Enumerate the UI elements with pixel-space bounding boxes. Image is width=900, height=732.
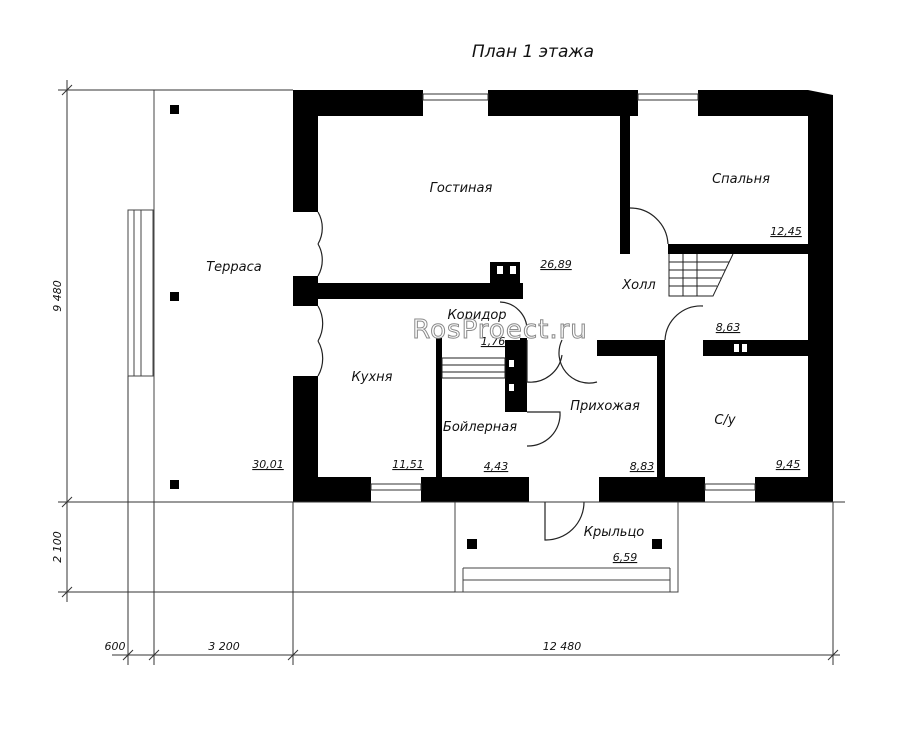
room-area-bedroom: 12,45 [770,225,802,238]
plan-title: План 1 этажа [472,42,594,62]
room-area-living: 26,89 [540,258,572,271]
room-name-porch: Крыльцо [584,525,645,540]
doors [317,207,704,541]
room-name-entrance: Прихожая [570,399,640,414]
dim-width-left: 600 [105,640,126,653]
room-name-terrace: Терраса [206,260,262,275]
dimension-lines [58,80,845,665]
room-name-kitchen: Кухня [352,370,393,385]
dim-width-house: 12 480 [543,640,582,653]
room-area-bathroom: 9,45 [776,458,801,471]
room-name-hall: Холл [621,278,655,293]
room-name-bathroom: С/у [714,413,735,428]
stairs [668,253,734,297]
dim-height-main: 9 480 [51,280,64,312]
porch [454,502,679,593]
boiler-marks [497,266,747,391]
room-name-boiler: Бойлерная [443,420,517,435]
room-area-terrace: 30,01 [252,458,284,471]
room-area-hall: 8,63 [716,321,741,334]
boiler-equipment [441,357,506,379]
room-name-corridor: Коридор [447,308,506,323]
porch-posts [467,539,662,549]
room-name-living: Гостиная [430,181,493,196]
dim-width-terrace: 3 200 [208,640,240,653]
room-area-porch: 6,59 [613,551,638,564]
room-area-entrance: 8,83 [630,460,655,473]
windows [370,93,756,491]
room-area-corridor: 1,76 [481,335,506,348]
room-area-boiler: 4,43 [484,460,509,473]
watermark: RosProect.ru [412,315,588,345]
walls [293,90,833,502]
terrace-posts [170,105,179,489]
room-area-kitchen: 11,51 [392,458,424,471]
dim-height-porch: 2 100 [51,531,64,563]
room-name-bedroom: Спальня [712,172,770,187]
terrace [127,89,293,502]
